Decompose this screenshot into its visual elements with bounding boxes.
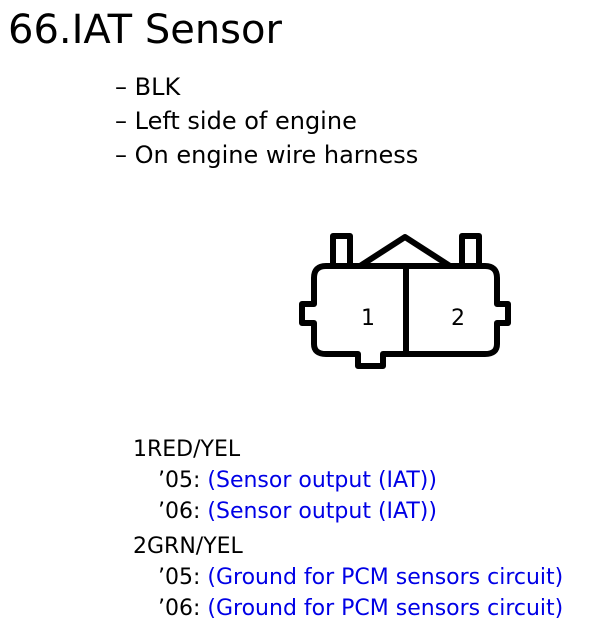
connector-right-post <box>459 233 482 269</box>
property-color: – BLK <box>115 73 181 101</box>
property-location: – Left side of engine <box>115 107 357 135</box>
connector-housing <box>299 263 511 369</box>
pin-2-entry-06-year: ’06: <box>158 596 201 621</box>
pin-1-entry-05-desc: (Sensor output (IAT)) <box>207 468 437 493</box>
pin-1-entry-05: ’05: (Sensor output (IAT)) <box>133 465 563 496</box>
connector-diagram: 1 2 <box>299 233 511 369</box>
pin-1-entry-06-year: ’06: <box>158 499 201 524</box>
connector-pin-1-label: 1 <box>361 306 375 331</box>
pin-1-entry-06-desc: (Sensor output (IAT)) <box>207 499 437 524</box>
pin-2-entry-05-desc: (Ground for PCM sensors circuit) <box>207 565 564 590</box>
pin-1-entry-06: ’06: (Sensor output (IAT)) <box>133 496 563 527</box>
pin-2-entry-06: ’06: (Ground for PCM sensors circuit) <box>133 593 563 624</box>
pin-1-entry-05-year: ’05: <box>158 468 201 493</box>
pin-2-entry-06-desc: (Ground for PCM sensors circuit) <box>207 596 564 621</box>
property-harness: – On engine wire harness <box>115 141 419 169</box>
pin-1-header: 1RED/YEL <box>133 437 241 462</box>
pin-2-entry-05-year: ’05: <box>158 565 201 590</box>
page-title: 66.IAT Sensor <box>8 7 282 53</box>
pin-2-header: 2GRN/YEL <box>133 534 243 559</box>
connector-pin-2-label: 2 <box>451 306 465 331</box>
connector-outline <box>299 233 511 369</box>
pin-2-entry-05: ’05: (Ground for PCM sensors circuit) <box>133 562 563 593</box>
connector-lock-tab <box>357 234 453 269</box>
pin-assignments: 1RED/YEL ’05: (Sensor output (IAT)) ’06:… <box>133 434 563 624</box>
connector-left-post <box>330 233 353 269</box>
sensor-properties: – BLK – Left side of engine – On engine … <box>115 70 418 172</box>
